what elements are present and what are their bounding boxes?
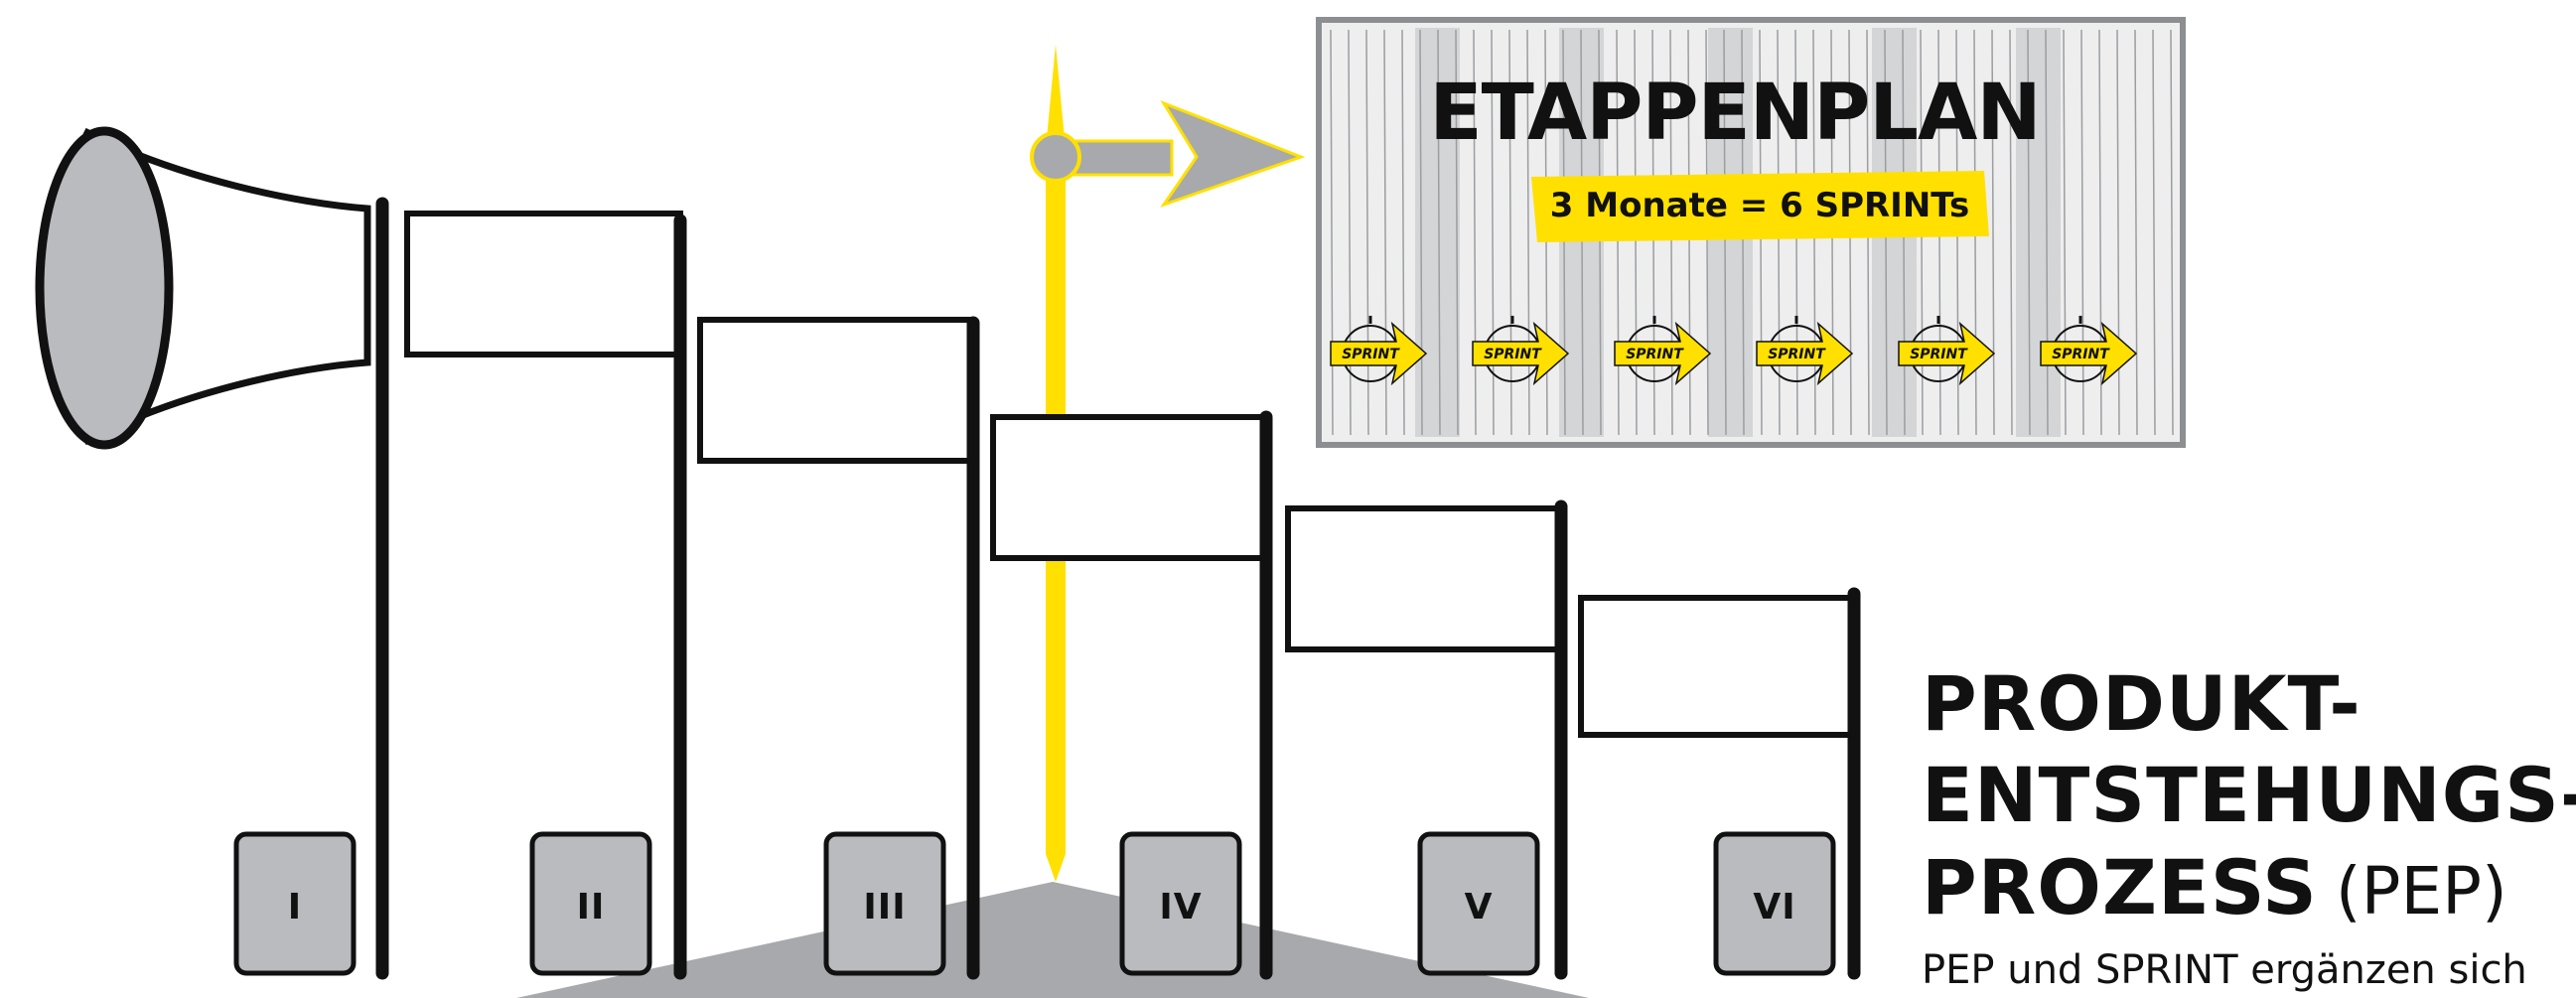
sprint-icon: SPRINT — [1330, 316, 1428, 386]
sprint-label: SPRINT — [1626, 347, 1684, 362]
sprint-icon: SPRINT — [1756, 316, 1854, 386]
megaphone-icon — [35, 126, 371, 450]
sprint-row: SPRINT SPRINT SPRINT SPRINT SPRINT SPRINT — [1330, 316, 2138, 386]
sprint-icon: SPRINT — [1472, 316, 1570, 386]
heading-line-1: PRODUKT- — [1922, 659, 2361, 748]
plan-title: ETAPPENPLAN — [1429, 69, 2040, 158]
heading-line-3: PROZESS(PEP) — [1922, 843, 2507, 931]
stage-label-5: V — [1465, 887, 1494, 927]
plan-subtitle: 3 Monate = 6 SPRINTs — [1550, 186, 1969, 225]
sprint-icon: SPRINT — [1898, 316, 1996, 386]
heading-subtitle: PEP und SPRINT ergänzen sich — [1922, 947, 2527, 993]
stage-badge-3: III — [823, 831, 946, 976]
sprint-label: SPRINT — [1768, 347, 1826, 362]
stage-badge-1: I — [233, 831, 357, 976]
flag-2 — [673, 214, 976, 980]
stage-label-3: III — [863, 887, 906, 927]
sprint-icon: SPRINT — [2040, 316, 2138, 386]
heading-line-3-suffix: (PEP) — [2336, 853, 2507, 929]
heading-line-2: ENTSTEHUNGS- — [1922, 751, 2576, 839]
sprint-label: SPRINT — [1342, 347, 1400, 362]
stage-label-4: IV — [1159, 887, 1202, 927]
flag-1 — [375, 197, 683, 980]
stage-label-1: I — [288, 887, 302, 927]
stage-badge-6: VI — [1713, 831, 1836, 976]
ground-shape — [516, 882, 1589, 998]
sprint-label: SPRINT — [1484, 347, 1542, 362]
plan-subtitle-highlight — [1531, 171, 1989, 242]
sprint-label: SPRINT — [2052, 347, 2110, 362]
stage-badge-5: V — [1417, 831, 1540, 976]
flag-5 — [1554, 499, 1857, 980]
timeline-arrow — [1030, 99, 1306, 208]
flag-4 — [1259, 410, 1564, 980]
sprint-icon: SPRINT — [1614, 316, 1712, 386]
stage-label-2: II — [577, 887, 606, 927]
stage-badge-2: II — [529, 831, 652, 976]
flag-3 — [966, 316, 1269, 980]
stage-badge-4: IV — [1119, 831, 1242, 976]
sprint-label: SPRINT — [1910, 347, 1968, 362]
stage-label-6: VI — [1753, 887, 1795, 927]
panel-texture — [1330, 28, 2174, 437]
heading-line-3-main: PROZESS — [1922, 843, 2318, 931]
